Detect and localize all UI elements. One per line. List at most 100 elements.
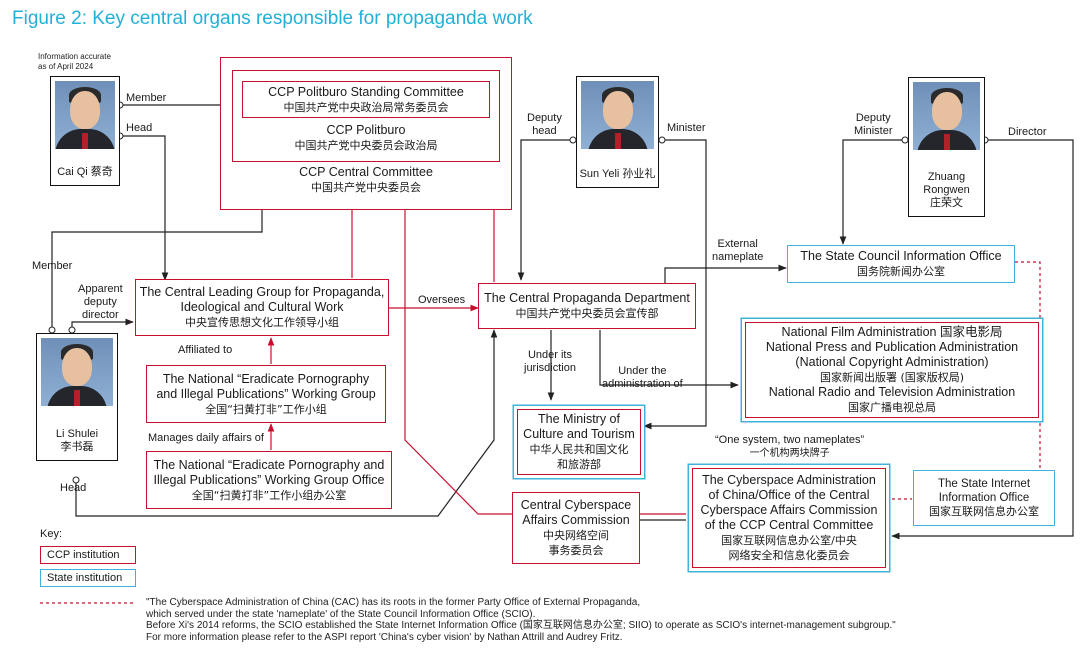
label-under-administration: Under the administration of: [602, 365, 683, 391]
footnote-line: For more information please refer to the…: [146, 631, 623, 643]
box-line-cn: 事务委员会: [548, 544, 604, 557]
label-director: Director: [1008, 126, 1047, 138]
box-line-cn: 中央宣传思想文化工作领导小组: [185, 316, 339, 329]
footnote: "The Cyberspace Administration of China …: [146, 597, 896, 643]
box-line: (National Copyright Administration): [795, 355, 989, 369]
label-deputy-minister: Deputy Minister: [854, 112, 893, 138]
box-line: Illegal Publications” Working Group Offi…: [153, 472, 385, 487]
central-propaganda-department-box: The Central Propaganda Department 中国共产党中…: [478, 283, 696, 329]
portrait-icon: [41, 338, 113, 406]
key-heading: Key:: [40, 528, 63, 540]
state-internet-information-office-box: The State Internet Information Office 国家…: [913, 470, 1055, 526]
box-line: The State Council Information Office: [800, 249, 1002, 263]
box-line: Affairs Commission: [522, 513, 630, 527]
box-line: The Cyberspace Administration: [702, 473, 876, 487]
label-line: head: [532, 125, 557, 137]
box-line: Ideological and Cultural Work: [180, 300, 344, 314]
person-name: Sun Yeli 孙业礼: [579, 168, 656, 180]
ministry-of-culture-box: The Ministry of Culture and Tourism 中华人民…: [517, 409, 641, 475]
label-member-top: Member: [126, 92, 167, 104]
label-apparent-deputy: Apparent deputy director: [78, 283, 123, 322]
box-line-cn: 中国共产党中央委员会宣传部: [515, 307, 659, 320]
box-line: of China/Office of the Central: [708, 488, 870, 502]
box-line-cn: 国务院新闻办公室: [857, 265, 945, 278]
info-note: Information accurate as of April 2024: [38, 52, 111, 72]
state-council-information-office-box: The State Council Information Office 国务院…: [787, 245, 1015, 283]
label-minister: Minister: [667, 122, 706, 134]
person-name-line: Zhuang: [927, 171, 966, 183]
person-name-line: Li Shulei: [55, 428, 99, 440]
photo-li-shulei: Li Shulei 李书磊: [36, 333, 118, 461]
box-line: The Ministry of: [538, 412, 620, 426]
national-administrations-box: National Film Administration 国家电影局 Natio…: [745, 322, 1039, 418]
label-affiliated: Affiliated to: [178, 344, 233, 356]
person-name: Cai Qi 蔡奇: [57, 166, 113, 178]
portrait-icon: [55, 81, 115, 149]
person-name-line: 李书磊: [60, 441, 94, 453]
central-cyberspace-affairs-commission-box: Central Cyberspace Affairs Commission 中央…: [512, 492, 640, 564]
box-title: CCP Central Committee: [299, 165, 433, 179]
portrait-icon: [581, 81, 654, 149]
figure-title: Figure 2: Key central organs responsible…: [12, 8, 533, 29]
photo-sun-yeli: Sun Yeli 孙业礼: [576, 76, 659, 188]
label-line: administration of: [602, 378, 683, 390]
label-head-bottom: Head: [60, 482, 87, 494]
box-line-cn: 全国“扫黄打非”工作小组: [205, 402, 327, 416]
box-title-cn: 中国共产党中央委员会政治局: [294, 139, 438, 152]
box-line-cn: 国家互联网信息办公室: [929, 505, 1039, 518]
label-line: Under its: [527, 349, 572, 361]
person-name-line: Rongwen: [923, 184, 970, 196]
label-head-top: Head: [126, 122, 153, 134]
person-name: Li Shulei 李书磊: [37, 428, 117, 454]
footnote-line: Before Xi's 2014 reforms, the SCIO estab…: [146, 620, 896, 631]
label-line: Under the: [618, 365, 667, 377]
box-line: Culture and Tourism: [523, 427, 635, 441]
label-one-system: “One system, two nameplates” 一个机构两块牌子: [715, 434, 864, 460]
portrait-icon: [913, 82, 980, 150]
info-note-line: as of April 2024: [38, 62, 94, 71]
box-title: CCP Politburo: [326, 123, 406, 137]
box-title-cn: 中国共产党中央政治局常务委员会: [283, 100, 449, 114]
box-title: CCP Politburo Standing Committee: [268, 84, 464, 99]
eradicate-office-box: The National “Eradicate Pornography and …: [146, 451, 392, 509]
box-line: National Film Administration 国家电影局: [781, 325, 1003, 339]
box-line: The Central Leading Group for Propaganda…: [139, 285, 385, 299]
key-ccp-institution: CCP institution: [40, 546, 136, 564]
label-under-jurisdiction: Under its jurisdiction: [524, 349, 576, 375]
label-line: director: [81, 309, 119, 321]
ccp-psc-box: CCP Politburo Standing Committee 中国共产党中央…: [242, 81, 490, 118]
box-line-cn: 中华人民共和国文化: [529, 443, 629, 456]
photo-cai-qi: Cai Qi 蔡奇: [50, 76, 120, 186]
key-state-institution: State institution: [40, 569, 136, 587]
box-line: Cyberspace Affairs Commission: [700, 503, 878, 517]
label-member-left: Member: [32, 260, 73, 272]
box-line: Information Office: [938, 492, 1030, 504]
box-line: National Press and Publication Administr…: [765, 340, 1019, 354]
photo-zhuang-rongwen: Zhuang Rongwen 庄荣文: [908, 77, 985, 217]
label-line: Deputy: [527, 112, 562, 124]
box-line: The Central Propaganda Department: [484, 291, 690, 305]
footnote-line: "The Cyberspace Administration of China …: [146, 597, 641, 608]
box-line-cn: 和旅游部: [557, 458, 601, 471]
label-line-cn: 一个机构两块牌子: [749, 448, 830, 459]
label-line: Minister: [854, 125, 893, 137]
person-name-line: 庄荣文: [930, 197, 963, 209]
eradicate-working-group-box: The National “Eradicate Pornography and …: [146, 365, 386, 423]
box-line-cn: 全国“扫黄打非”工作小组办公室: [191, 488, 347, 502]
label-line: jurisdiction: [524, 362, 576, 374]
box-line: National Radio and Television Administra…: [768, 385, 1016, 399]
box-line-cn: 网络安全和信息化委员会: [728, 549, 850, 562]
label-line: Apparent: [78, 283, 123, 295]
info-note-line: Information accurate: [38, 52, 111, 61]
central-leading-group-box: The Central Leading Group for Propaganda…: [135, 279, 389, 336]
label-line: nameplate: [712, 251, 764, 263]
box-line: of the CCP Central Committee: [704, 518, 874, 532]
label-deputy-head: Deputy head: [527, 112, 562, 138]
person-name: Zhuang Rongwen 庄荣文: [909, 171, 984, 210]
box-line-cn: 国家新闻出版署 (国家版权局): [819, 371, 965, 384]
label-line: “One system, two nameplates”: [715, 434, 865, 446]
box-line: The National “Eradicate Pornography: [162, 371, 370, 386]
box-title-cn: 中国共产党中央委员会: [311, 181, 421, 194]
label-line: deputy: [83, 296, 117, 308]
label-line: External: [717, 238, 758, 250]
